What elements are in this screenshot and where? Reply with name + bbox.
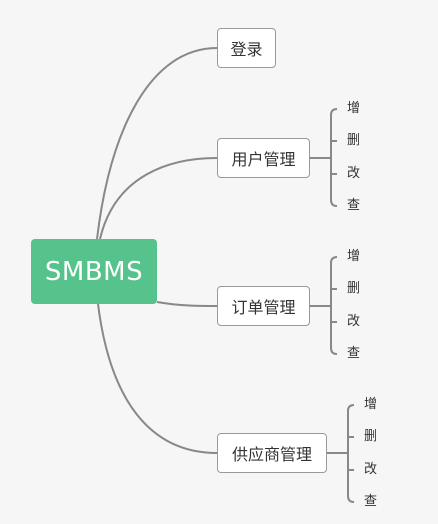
branch-node-user-management[interactable]: 用户管理 [217, 138, 310, 178]
branch-label: 登录 [230, 40, 263, 59]
leaf-delete[interactable]: 删 [347, 133, 361, 148]
leaf-delete[interactable]: 删 [364, 429, 378, 444]
branch-node-login[interactable]: 登录 [217, 28, 276, 68]
leaf-query[interactable]: 查 [347, 346, 361, 361]
leaf-edit[interactable]: 改 [347, 314, 361, 329]
branch-node-supplier-management[interactable]: 供应商管理 [217, 433, 327, 473]
connector-root-login [96, 47, 218, 240]
leaf-add[interactable]: 增 [364, 397, 378, 412]
connector-root-supplier [97, 303, 218, 454]
branch-node-order-management[interactable]: 订单管理 [217, 286, 310, 326]
leaf-add[interactable]: 增 [347, 249, 361, 264]
leaf-delete[interactable]: 删 [347, 281, 361, 296]
branch-label: 供应商管理 [231, 445, 312, 464]
connector-root-order [156, 301, 218, 307]
supplier-children-bracket [347, 404, 355, 503]
leaf-query[interactable]: 查 [364, 494, 378, 509]
branch-label: 用户管理 [231, 150, 296, 169]
root-label: SMBMS [44, 256, 144, 287]
leaf-query[interactable]: 查 [347, 198, 361, 213]
leaf-add[interactable]: 增 [347, 101, 361, 116]
leaf-edit[interactable]: 改 [347, 166, 361, 181]
branch-label: 订单管理 [231, 298, 296, 317]
connector-root-user [99, 157, 218, 240]
order-children-bracket [330, 256, 338, 355]
user-children-bracket [330, 108, 338, 207]
leaf-edit[interactable]: 改 [364, 462, 378, 477]
root-node[interactable]: SMBMS [31, 239, 157, 304]
